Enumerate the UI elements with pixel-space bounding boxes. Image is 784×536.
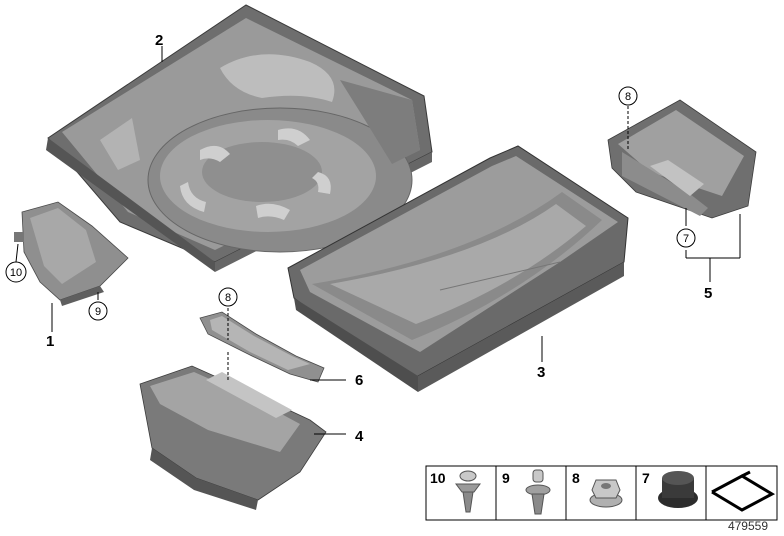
callout-8-ring xyxy=(618,86,638,106)
callout-7: 7 xyxy=(683,233,689,245)
callout-1: 1 xyxy=(46,333,54,350)
callout-10: 10 xyxy=(10,267,22,279)
part-5-side-storage-box xyxy=(607,99,757,219)
part-3-storage-tray xyxy=(287,145,629,392)
hex-nut-icon xyxy=(589,479,623,508)
callout-8-a: 8 xyxy=(625,91,631,103)
callout-6: 6 xyxy=(355,372,363,389)
push-rivet-icon xyxy=(455,470,481,513)
callout-2: 2 xyxy=(155,32,163,49)
leader-lines xyxy=(15,46,741,435)
legend-number: 7 xyxy=(642,470,650,486)
callout-10-ring xyxy=(5,261,27,283)
callout-3: 3 xyxy=(537,364,545,381)
callout-9: 9 xyxy=(95,306,101,318)
callout-9-ring xyxy=(88,301,108,321)
callout-8-b: 8 xyxy=(225,292,231,304)
part-4-small-storage-box xyxy=(139,365,327,510)
callout-8-ring xyxy=(218,287,238,307)
callout-4: 4 xyxy=(355,428,364,445)
fastener-legend: 10 9 8 7 xyxy=(425,465,778,521)
callout-5: 5 xyxy=(704,285,712,302)
callouts: 2 1 3 6 4 5 8 8 7 9 10 xyxy=(5,32,712,445)
part-1-side-trim-panel xyxy=(14,201,129,306)
floor-mat-icon xyxy=(711,470,776,512)
legend-number: 8 xyxy=(572,470,580,486)
callout-7-ring xyxy=(676,228,696,248)
part-2-spare-wheel-well xyxy=(46,4,433,272)
legend-number: 10 xyxy=(430,470,446,486)
reference-number: 479559 xyxy=(728,519,768,533)
part-6-bracket xyxy=(199,311,325,383)
expanding-rivet-icon xyxy=(525,469,551,515)
legend-number: 9 xyxy=(502,470,510,486)
rubber-buffer-icon xyxy=(658,471,698,508)
